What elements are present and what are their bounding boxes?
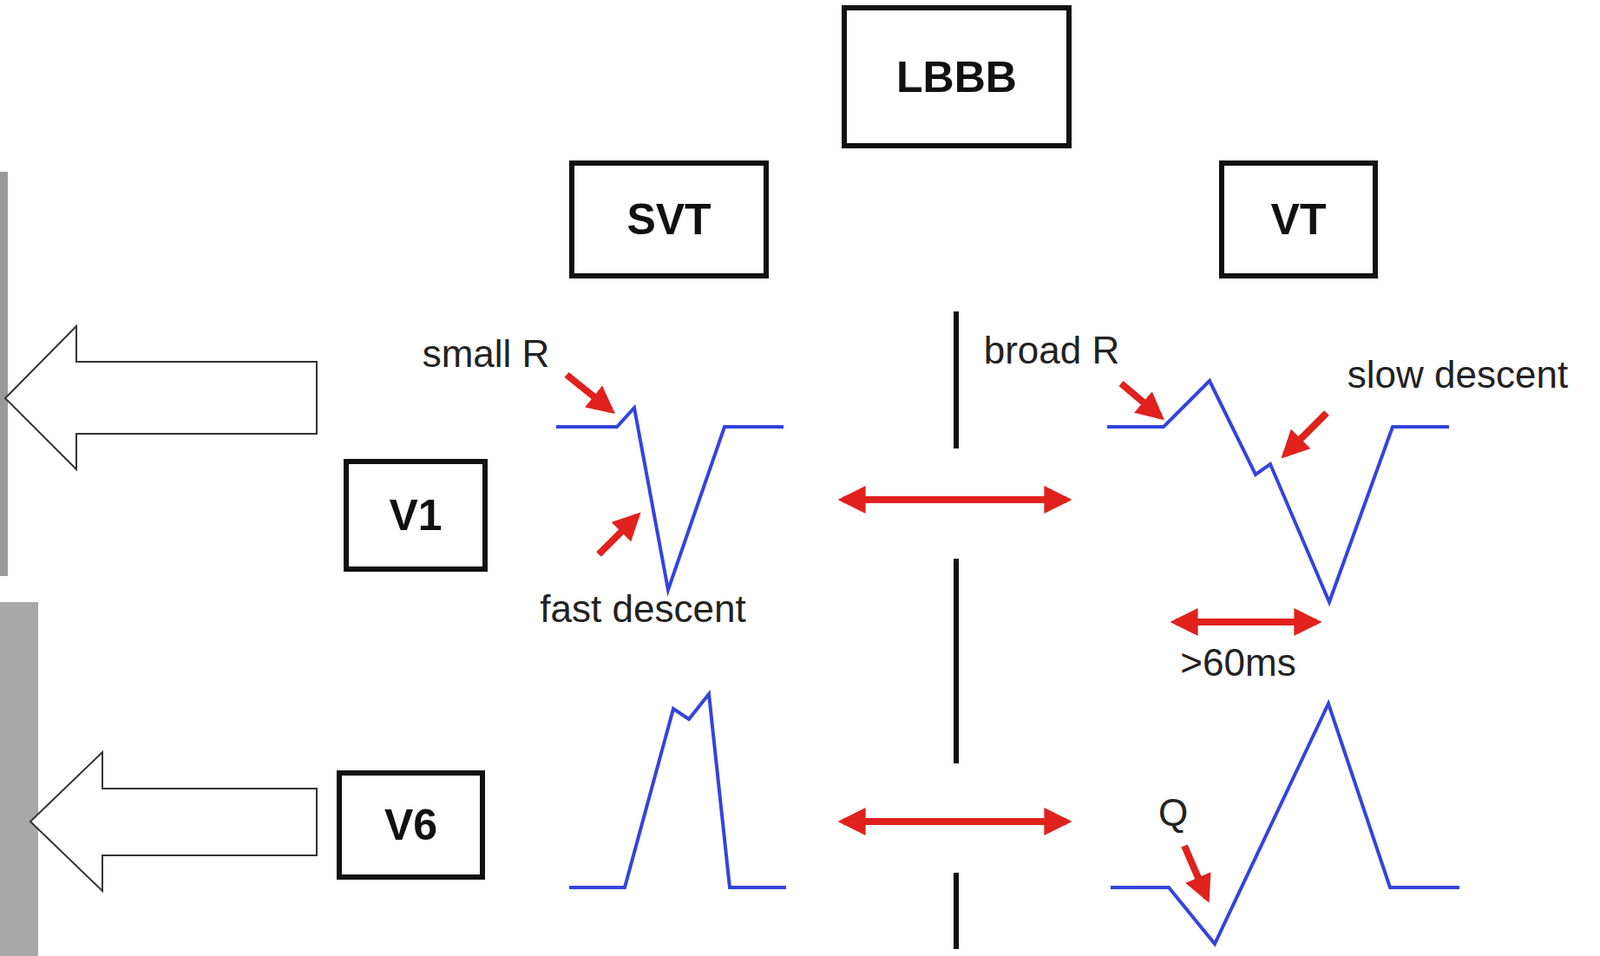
- annotation-label: >60ms: [1180, 641, 1296, 685]
- annotation-label: small R: [422, 332, 551, 376]
- box-title: VT: [1271, 194, 1327, 245]
- annotation-label: fast descent: [539, 587, 746, 631]
- label-box: V1: [343, 459, 488, 572]
- red-arrow: [566, 374, 1327, 899]
- hollow-arrow: [30, 752, 317, 892]
- label-box: SVT: [569, 160, 769, 279]
- box-title: SVT: [626, 194, 711, 245]
- label-box: V6: [336, 770, 486, 880]
- hollow-arrow: [5, 326, 317, 470]
- label-box: LBBB: [841, 5, 1072, 149]
- annotation-label: slow descent: [1347, 353, 1568, 397]
- box-title: V6: [384, 800, 438, 851]
- photo-fragment: [0, 171, 8, 577]
- box-title: V1: [388, 490, 442, 541]
- annotation-label: Q: [1158, 791, 1188, 835]
- box-title: LBBB: [896, 52, 1017, 103]
- photo-fragment: [0, 602, 39, 956]
- ecg-waveform: [556, 380, 1460, 945]
- label-box: VT: [1219, 160, 1378, 279]
- annotation-label: broad R: [983, 328, 1121, 373]
- divider-line: [953, 311, 959, 950]
